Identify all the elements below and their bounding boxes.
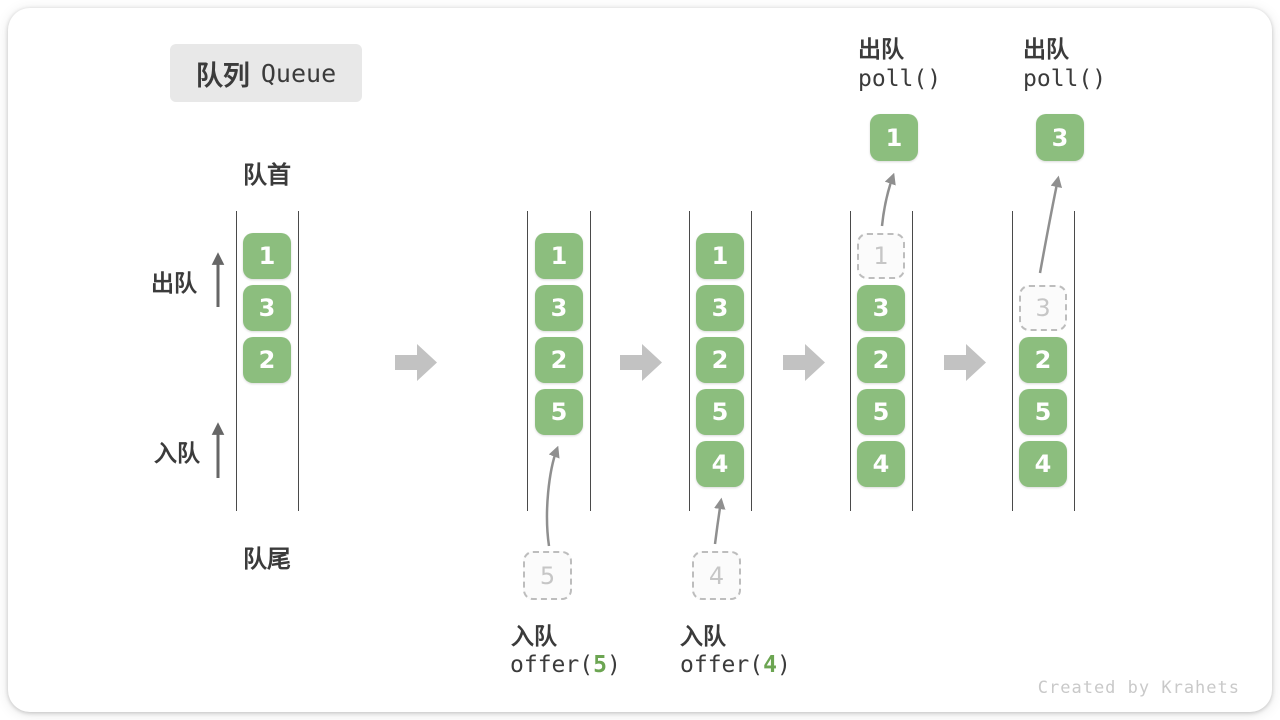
queue-element: 2 [535, 337, 583, 383]
queue-element: 1 [696, 233, 744, 279]
queue-element: 3 [696, 285, 744, 331]
title-en: Queue [260, 58, 337, 88]
offer-arg: 4 [763, 652, 777, 678]
watermark: Created by Krahets [1037, 678, 1240, 698]
title-badge: 队列 Queue [170, 44, 362, 102]
queue-channel-1 [236, 211, 299, 511]
queue-element: 3 [535, 285, 583, 331]
dequeue-side-label: 出队 [151, 270, 197, 296]
queue-element: 2 [696, 337, 744, 383]
queue-channel-5 [1012, 211, 1075, 511]
queue-rear-label: 队尾 [243, 546, 291, 573]
queue-element: 4 [696, 441, 744, 487]
queue-element: 2 [243, 337, 291, 383]
title-cn: 队列 [195, 60, 250, 91]
offer-op-code: offer(5) [510, 652, 621, 678]
offer-arg: 5 [593, 652, 607, 678]
poll-op-code: poll() [858, 66, 942, 92]
queue-front-label: 队首 [243, 162, 291, 189]
removed-element-ghost: 3 [1019, 285, 1067, 331]
offer-op-label: 入队 [680, 623, 726, 649]
queue-channel-3 [689, 211, 752, 511]
enqueue-side-label: 入队 [154, 440, 200, 466]
queue-element: 5 [857, 389, 905, 435]
queue-channel-4 [850, 211, 913, 511]
queue-channel-2 [527, 211, 591, 511]
poll-op-label: 出队 [1023, 36, 1069, 62]
polled-element: 1 [870, 114, 918, 161]
diagram-panel [8, 8, 1272, 712]
offer-op-label: 入队 [511, 623, 557, 649]
offer-op-code: offer(4) [680, 652, 791, 678]
queue-element: 3 [857, 285, 905, 331]
poll-op-code: poll() [1023, 66, 1107, 92]
removed-element-ghost: 1 [857, 233, 905, 279]
polled-element: 3 [1036, 114, 1084, 161]
poll-op-label: 出队 [858, 36, 904, 62]
incoming-element-ghost: 5 [523, 551, 572, 600]
queue-element: 4 [1019, 441, 1067, 487]
queue-element: 5 [1019, 389, 1067, 435]
queue-element: 2 [857, 337, 905, 383]
queue-element: 2 [1019, 337, 1067, 383]
queue-element: 5 [535, 389, 583, 435]
queue-element: 4 [857, 441, 905, 487]
queue-element: 3 [243, 285, 291, 331]
queue-element: 5 [696, 389, 744, 435]
queue-element: 1 [535, 233, 583, 279]
incoming-element-ghost: 4 [692, 551, 741, 600]
queue-element: 1 [243, 233, 291, 279]
